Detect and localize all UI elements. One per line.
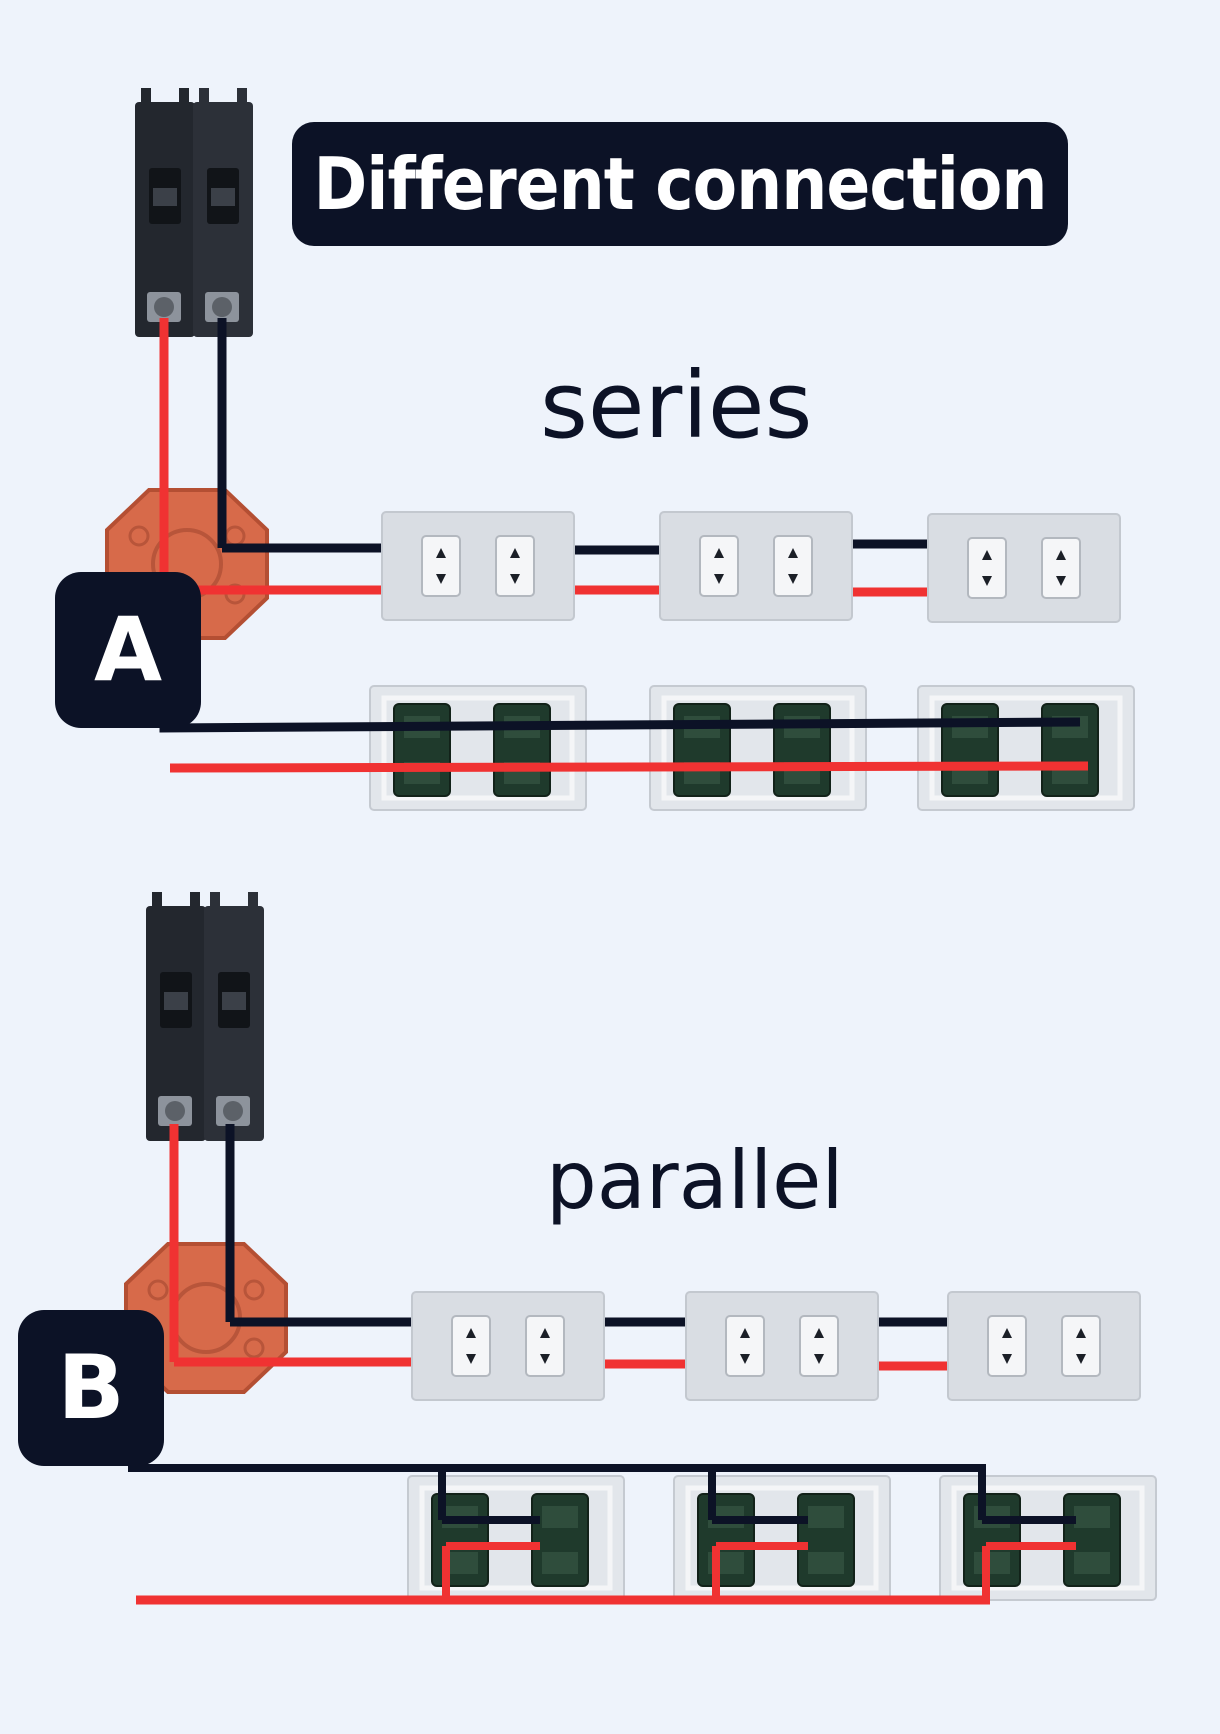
switch-row-b-wires (128, 1464, 1076, 1605)
outlet-a1 (381, 511, 575, 621)
outlet-b3 (947, 1291, 1141, 1401)
switch-plate-a1 (370, 686, 586, 810)
outlet-a2 (659, 511, 853, 621)
parallel-section (124, 892, 1156, 1605)
switch-plate-b3 (940, 1476, 1156, 1600)
switch-plate-b2 (674, 1476, 890, 1600)
outlet-b2 (685, 1291, 879, 1401)
outlet-a3 (927, 513, 1121, 623)
parallel-label: parallel (546, 1134, 844, 1227)
series-label: series (540, 352, 813, 459)
outlet-row-a-wires (164, 539, 932, 597)
circuit-breaker-a (135, 88, 253, 337)
badge-b: B (18, 1310, 164, 1466)
series-section (105, 88, 1134, 810)
badge-a: A (55, 572, 201, 728)
title-banner: Different connection (292, 122, 1068, 246)
switch-plate-a2 (650, 686, 866, 810)
outlet-b1 (411, 1291, 605, 1401)
switch-plate-a3 (918, 686, 1134, 810)
circuit-breaker-b (146, 892, 264, 1141)
outlet-row-b-wires (174, 1317, 952, 1371)
